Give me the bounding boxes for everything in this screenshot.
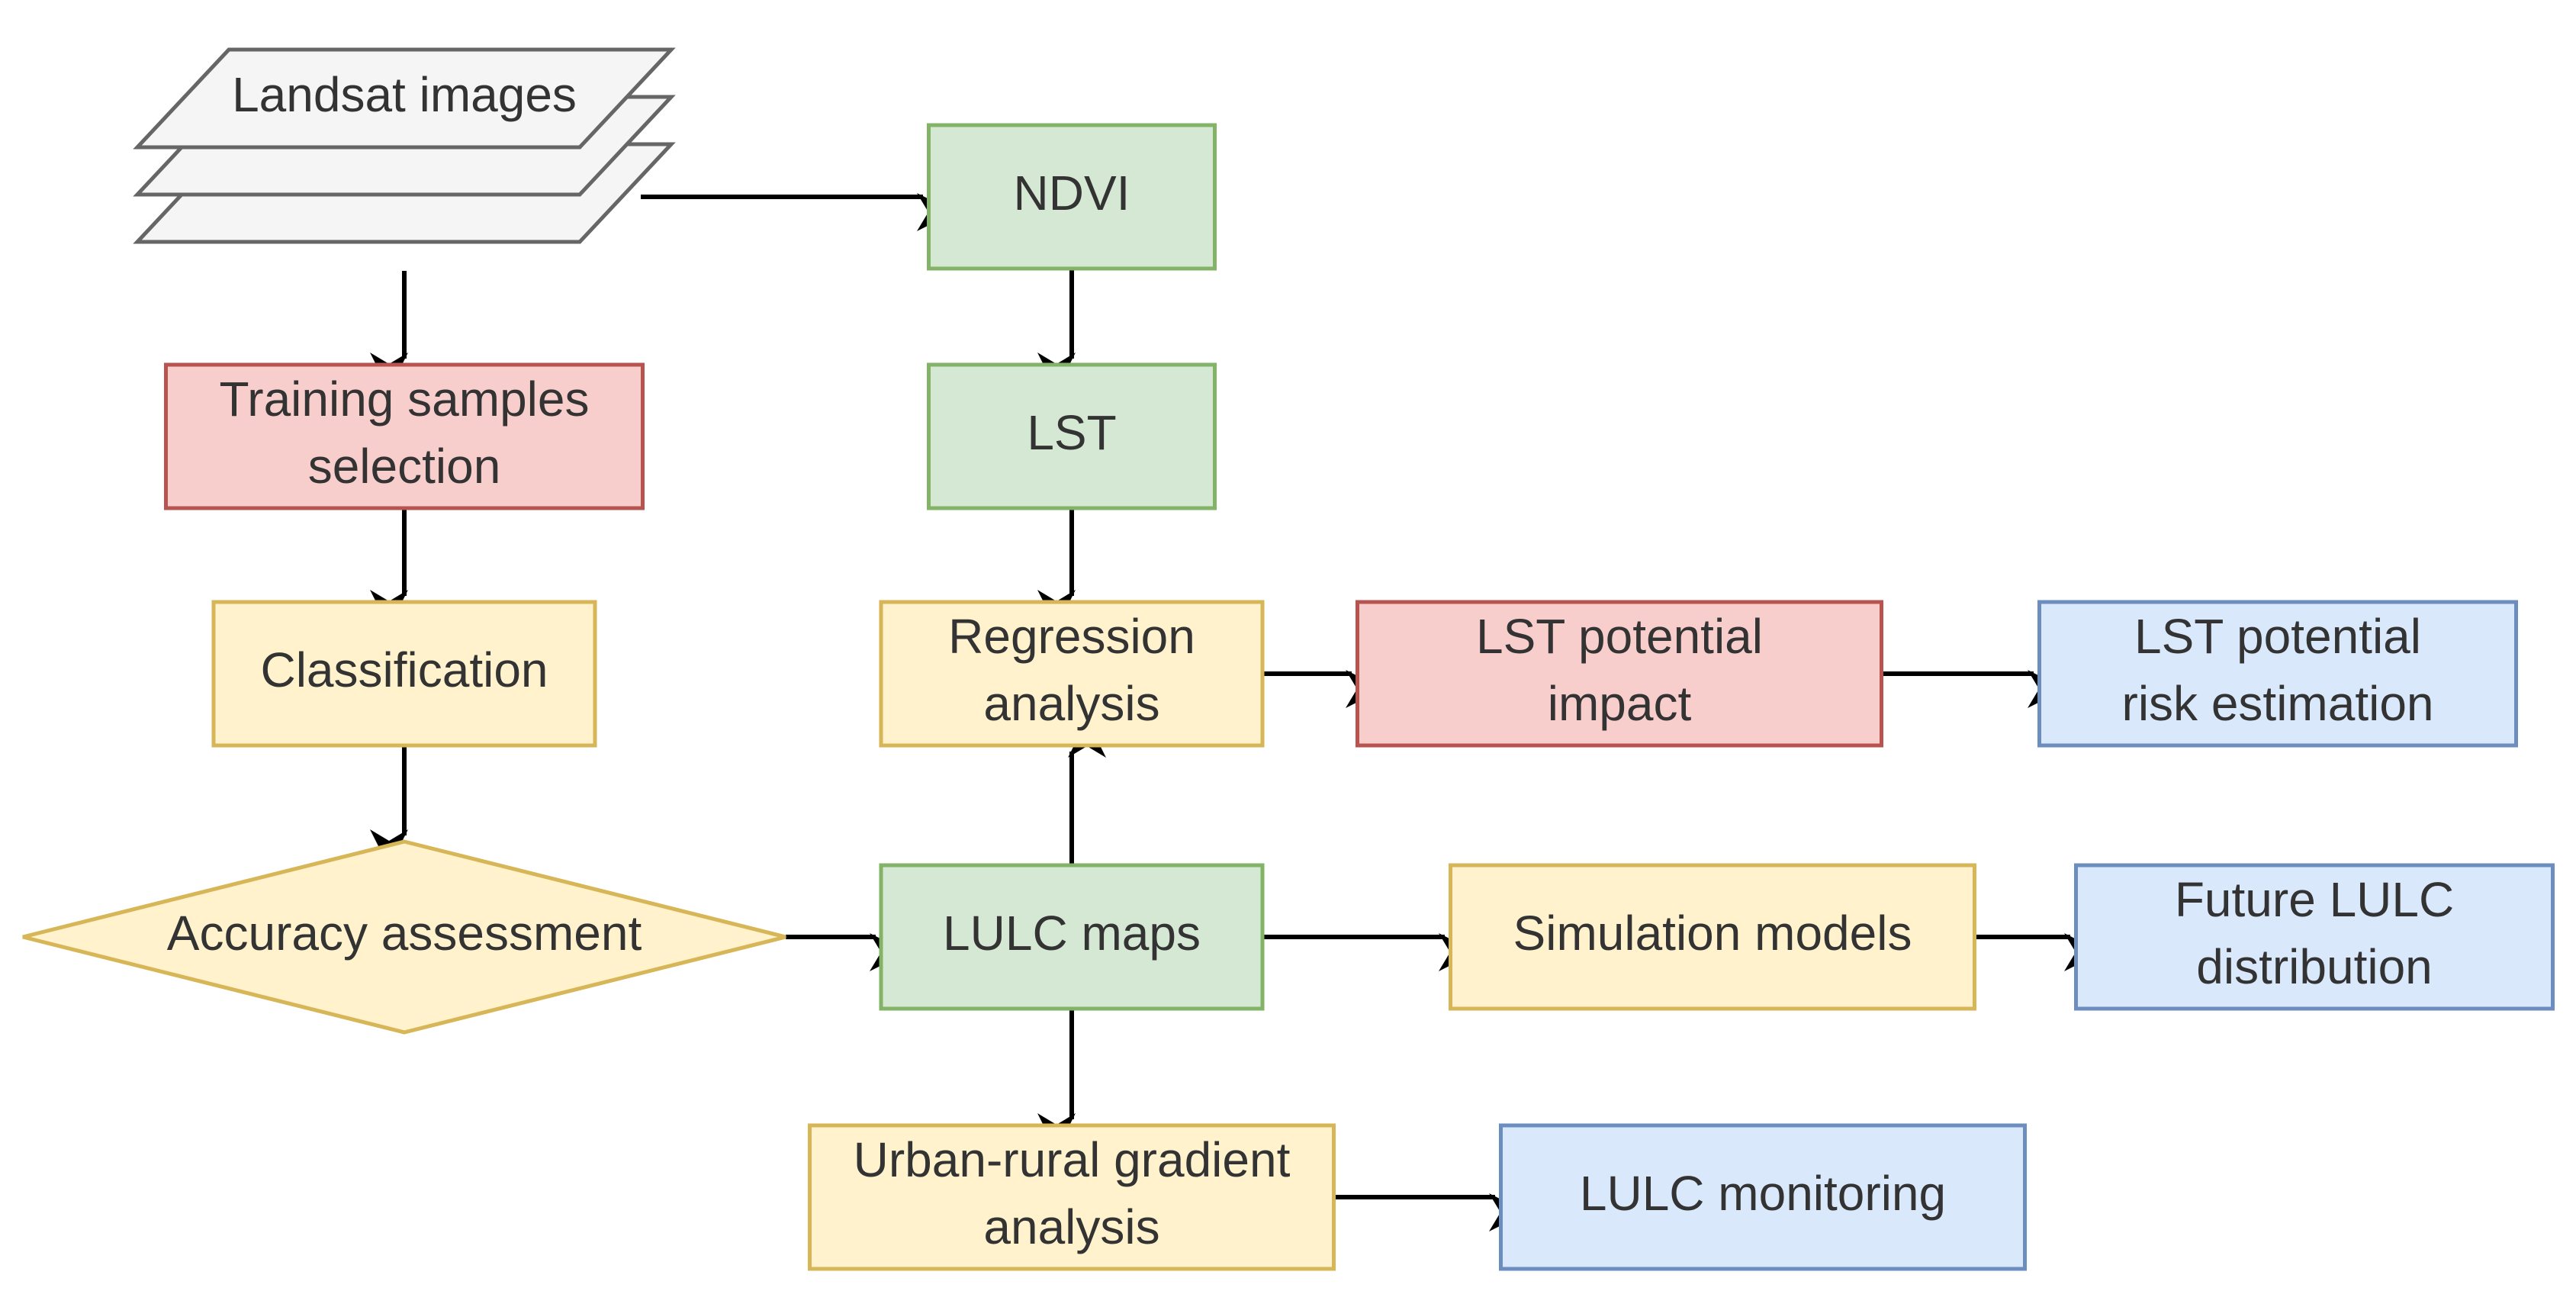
node-training: Training samples selection [164,362,645,510]
node-regression-box [879,600,1265,748]
node-classification: Classification [211,600,597,748]
node-lulc-maps: LULC maps [879,863,1265,1011]
node-ndvi-box [927,123,1217,271]
node-accuracy: Accuracy assessment [22,839,786,1035]
node-training-label-2: selection [308,439,501,494]
node-lst-risk-label-1: LST potential [2134,609,2421,664]
node-urban-rural-box [808,1123,1336,1271]
node-future-lulc-box [2074,863,2555,1011]
node-accuracy-label-1: Accuracy assessment [167,906,642,961]
node-training-box [164,362,645,510]
node-urban-rural: Urban-rural gradient analysis [808,1123,1336,1271]
node-regression-label-1: Regression [948,609,1195,664]
node-lst-impact-label-2: impact [1548,676,1692,731]
node-lst-impact-box [1356,600,1883,748]
node-lst: LST [927,362,1217,510]
node-regression: Regression analysis [879,600,1265,748]
node-simulation-box [1449,863,1976,1011]
node-lst-risk: LST potential risk estimation [2037,600,2518,748]
node-lulc-maps-box [879,863,1265,1011]
node-lst-label-1: LST [1027,405,1116,460]
node-lulc-monitoring-box [1499,1123,2027,1271]
node-lst-impact: LST potential impact [1356,600,1883,748]
node-training-label-1: Training samples [220,372,590,427]
node-lst-box [927,362,1217,510]
node-lulc-monitoring-label-1: LULC monitoring [1580,1166,1946,1221]
node-lst-impact-label-1: LST potential [1476,609,1763,664]
node-classification-label-1: Classification [260,642,548,697]
node-urban-rural-label-2: analysis [983,1199,1159,1254]
node-lst-risk-box [2037,600,2518,748]
node-simulation-label-1: Simulation models [1513,906,1912,961]
node-simulation: Simulation models [1449,863,1976,1011]
node-lst-risk-label-2: risk estimation [2122,676,2434,731]
node-future-lulc-label-1: Future LULC [2175,872,2454,927]
stack-layer-1 [133,47,676,150]
node-lulc-maps-label-1: LULC maps [943,906,1201,961]
node-future-lulc: Future LULC distribution [2074,863,2555,1011]
node-future-lulc-label-2: distribution [2196,939,2433,994]
node-ndvi: NDVI [927,123,1217,271]
node-landsat: Landsat images [133,47,676,244]
node-urban-rural-label-1: Urban-rural gradient [854,1132,1291,1187]
node-lulc-monitoring: LULC monitoring [1499,1123,2027,1271]
node-accuracy-diamond [22,839,786,1035]
node-ndvi-label-1: NDVI [1014,166,1130,221]
node-regression-label-2: analysis [983,676,1159,731]
edges-layer [370,193,2102,1231]
node-landsat-label-1: Landsat images [232,67,577,122]
node-classification-box [211,600,597,748]
